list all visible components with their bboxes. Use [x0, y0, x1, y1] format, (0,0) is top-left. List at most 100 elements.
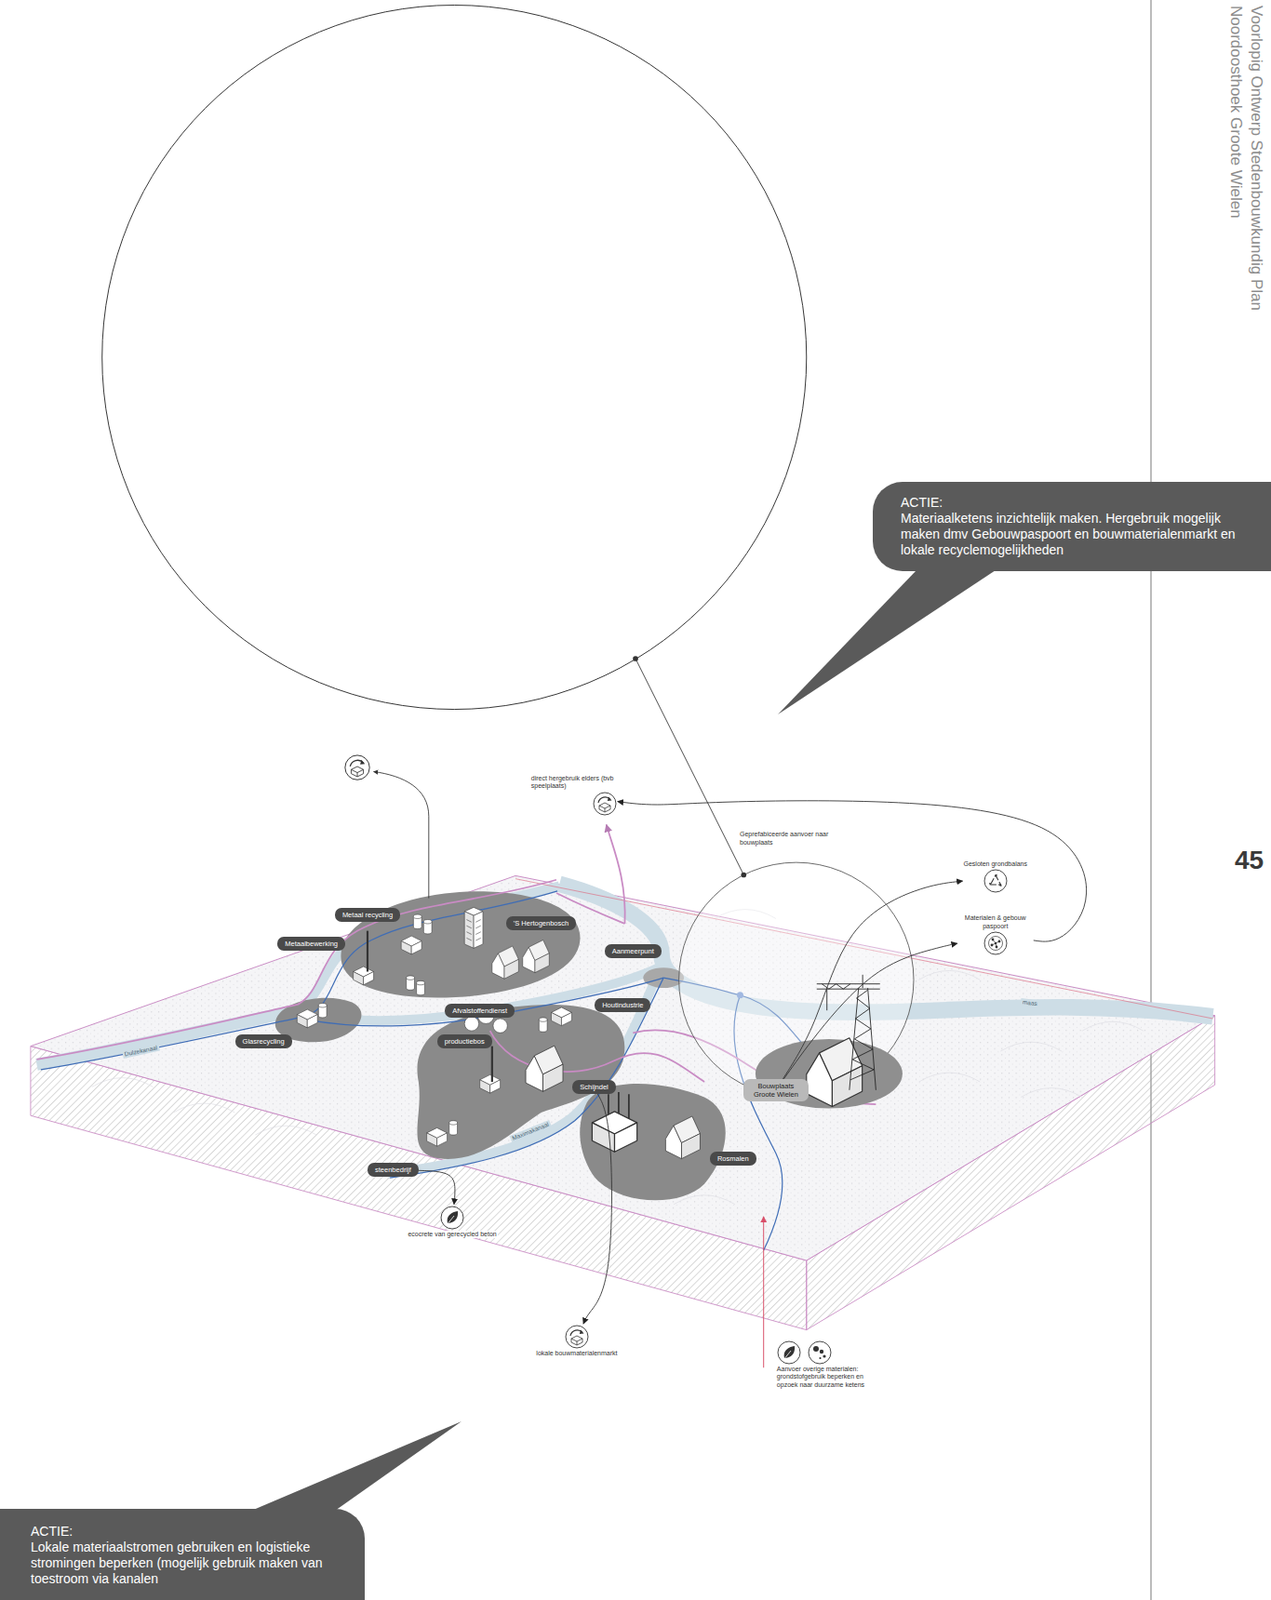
place-label: Houtindustrie [594, 998, 651, 1013]
label-text: Metaalbewerking [284, 939, 338, 949]
site-label: Bouwplaats Groote Wielen [743, 1079, 809, 1102]
place-label: Glasrecycling [235, 1034, 293, 1049]
label-text: Bouwplaats Groote Wielen [750, 1082, 802, 1099]
material-icon [775, 1339, 803, 1366]
page-title: Noordoosthoek Groote Wielen [1226, 5, 1245, 219]
building [366, 931, 369, 973]
material-icon [982, 868, 1009, 895]
place-label: Aanmeerpunt [604, 944, 662, 959]
page-number: 45 [1234, 846, 1264, 875]
river [387, 969, 660, 1174]
terrain-block [30, 875, 1216, 1330]
place-label: Metaalbewerking [277, 936, 346, 951]
building [416, 980, 426, 995]
material-icon [808, 1341, 831, 1365]
zoom-leader [740, 872, 747, 879]
material-icon [982, 930, 1009, 957]
flow-arrow [782, 881, 963, 1080]
icon-group [563, 1324, 590, 1351]
flow-arrow [783, 943, 957, 1080]
supply-arrow [762, 1217, 764, 1368]
place-label: 'S Hertogenbosch [506, 916, 576, 931]
building [493, 1018, 508, 1033]
building [525, 1045, 563, 1092]
label-text: productiebos [444, 1037, 485, 1046]
material-icon [984, 932, 1007, 955]
icon-group [775, 1339, 833, 1366]
transport-route [306, 977, 664, 1027]
icon-caption: lokale bouwmaterialenmarkt [535, 1350, 618, 1359]
callout-text: Lokale materiaalstromen gebruiken en log… [30, 1539, 348, 1588]
building [413, 914, 422, 929]
material-icon [806, 1339, 833, 1366]
transport-route [490, 1030, 705, 1083]
callout-tail [777, 570, 996, 715]
zoom-leader [632, 655, 639, 662]
material-icon [565, 1325, 589, 1349]
label-text: Houtindustrie [602, 1001, 643, 1010]
connector-layer [418, 801, 1087, 1325]
building [427, 1127, 448, 1147]
material-icon [441, 1206, 464, 1230]
material-icon [777, 1341, 801, 1365]
page-divider [1150, 0, 1152, 1600]
soil-balance-icon: Gesloten grondbalans [963, 860, 1030, 896]
label-text: Schijndel [579, 1083, 608, 1092]
building [550, 1007, 572, 1027]
building [449, 1121, 458, 1136]
building [423, 920, 432, 935]
building [806, 1038, 863, 1108]
building [591, 1111, 637, 1152]
building [492, 946, 520, 979]
building [401, 936, 422, 955]
building [464, 907, 483, 949]
transport-route [36, 880, 556, 1060]
building [318, 1003, 327, 1018]
callout-text: Materiaalketens inzichtelijk maken. Herg… [900, 510, 1257, 559]
terrain-block [92, 909, 1144, 1205]
market-icon: lokale bouwmaterialenmarkt [535, 1324, 618, 1359]
crane [816, 975, 881, 1091]
river [36, 1010, 296, 1065]
transport-route [389, 977, 664, 1178]
material-icon [345, 755, 370, 780]
building [480, 1074, 501, 1094]
icon-group [591, 790, 618, 817]
icon-group [982, 930, 1009, 957]
building [406, 976, 415, 991]
material-icon [439, 1204, 466, 1231]
place-label: Afvalstoffendienst [444, 1003, 515, 1018]
material-icon [591, 790, 618, 817]
material-icon [984, 869, 1007, 893]
transport-route [40, 891, 558, 1071]
action-callout: ACTIE:Lokale materiaalstromen gebruiken … [0, 1509, 365, 1600]
callout-tail [251, 1421, 462, 1512]
page-subtitle: Voorlopig Ontwerp Stedenbouwkundig Plan [1246, 5, 1266, 311]
flow-arrow [374, 771, 429, 898]
building [296, 907, 700, 1159]
icon-caption: Materialen & gebouw paspoort [957, 914, 1034, 931]
building [353, 966, 375, 986]
ecocrete-icon: ecocrete van gerecycled beton [406, 1204, 497, 1240]
building [491, 1046, 494, 1083]
building [522, 940, 550, 974]
material-icon [593, 792, 616, 816]
place-label: steenbedrijf [367, 1163, 419, 1178]
icon-caption: Gesloten grondbalans [963, 860, 1030, 870]
place-label: Schijndel [572, 1080, 616, 1095]
label-text: Metaal recycling [342, 910, 393, 920]
icon-caption: Aanvoer overige materialen: grondstofgeb… [775, 1365, 871, 1391]
reuse-icon: direct hergebruik elders (bvb speelplaat… [530, 775, 618, 817]
river [36, 883, 1213, 1175]
place-label: Rosmalen [709, 1151, 757, 1166]
label-text: steenbedrijf [374, 1165, 412, 1175]
callout-text: ACTIE: [900, 495, 1257, 511]
label-text: Glasrecycling [242, 1037, 285, 1046]
label-text: Aanmeerpunt [612, 947, 655, 956]
passport-icon: Materialen & gebouw paspoort [957, 914, 1034, 957]
zoom-leader [635, 658, 744, 875]
building [296, 1009, 318, 1029]
